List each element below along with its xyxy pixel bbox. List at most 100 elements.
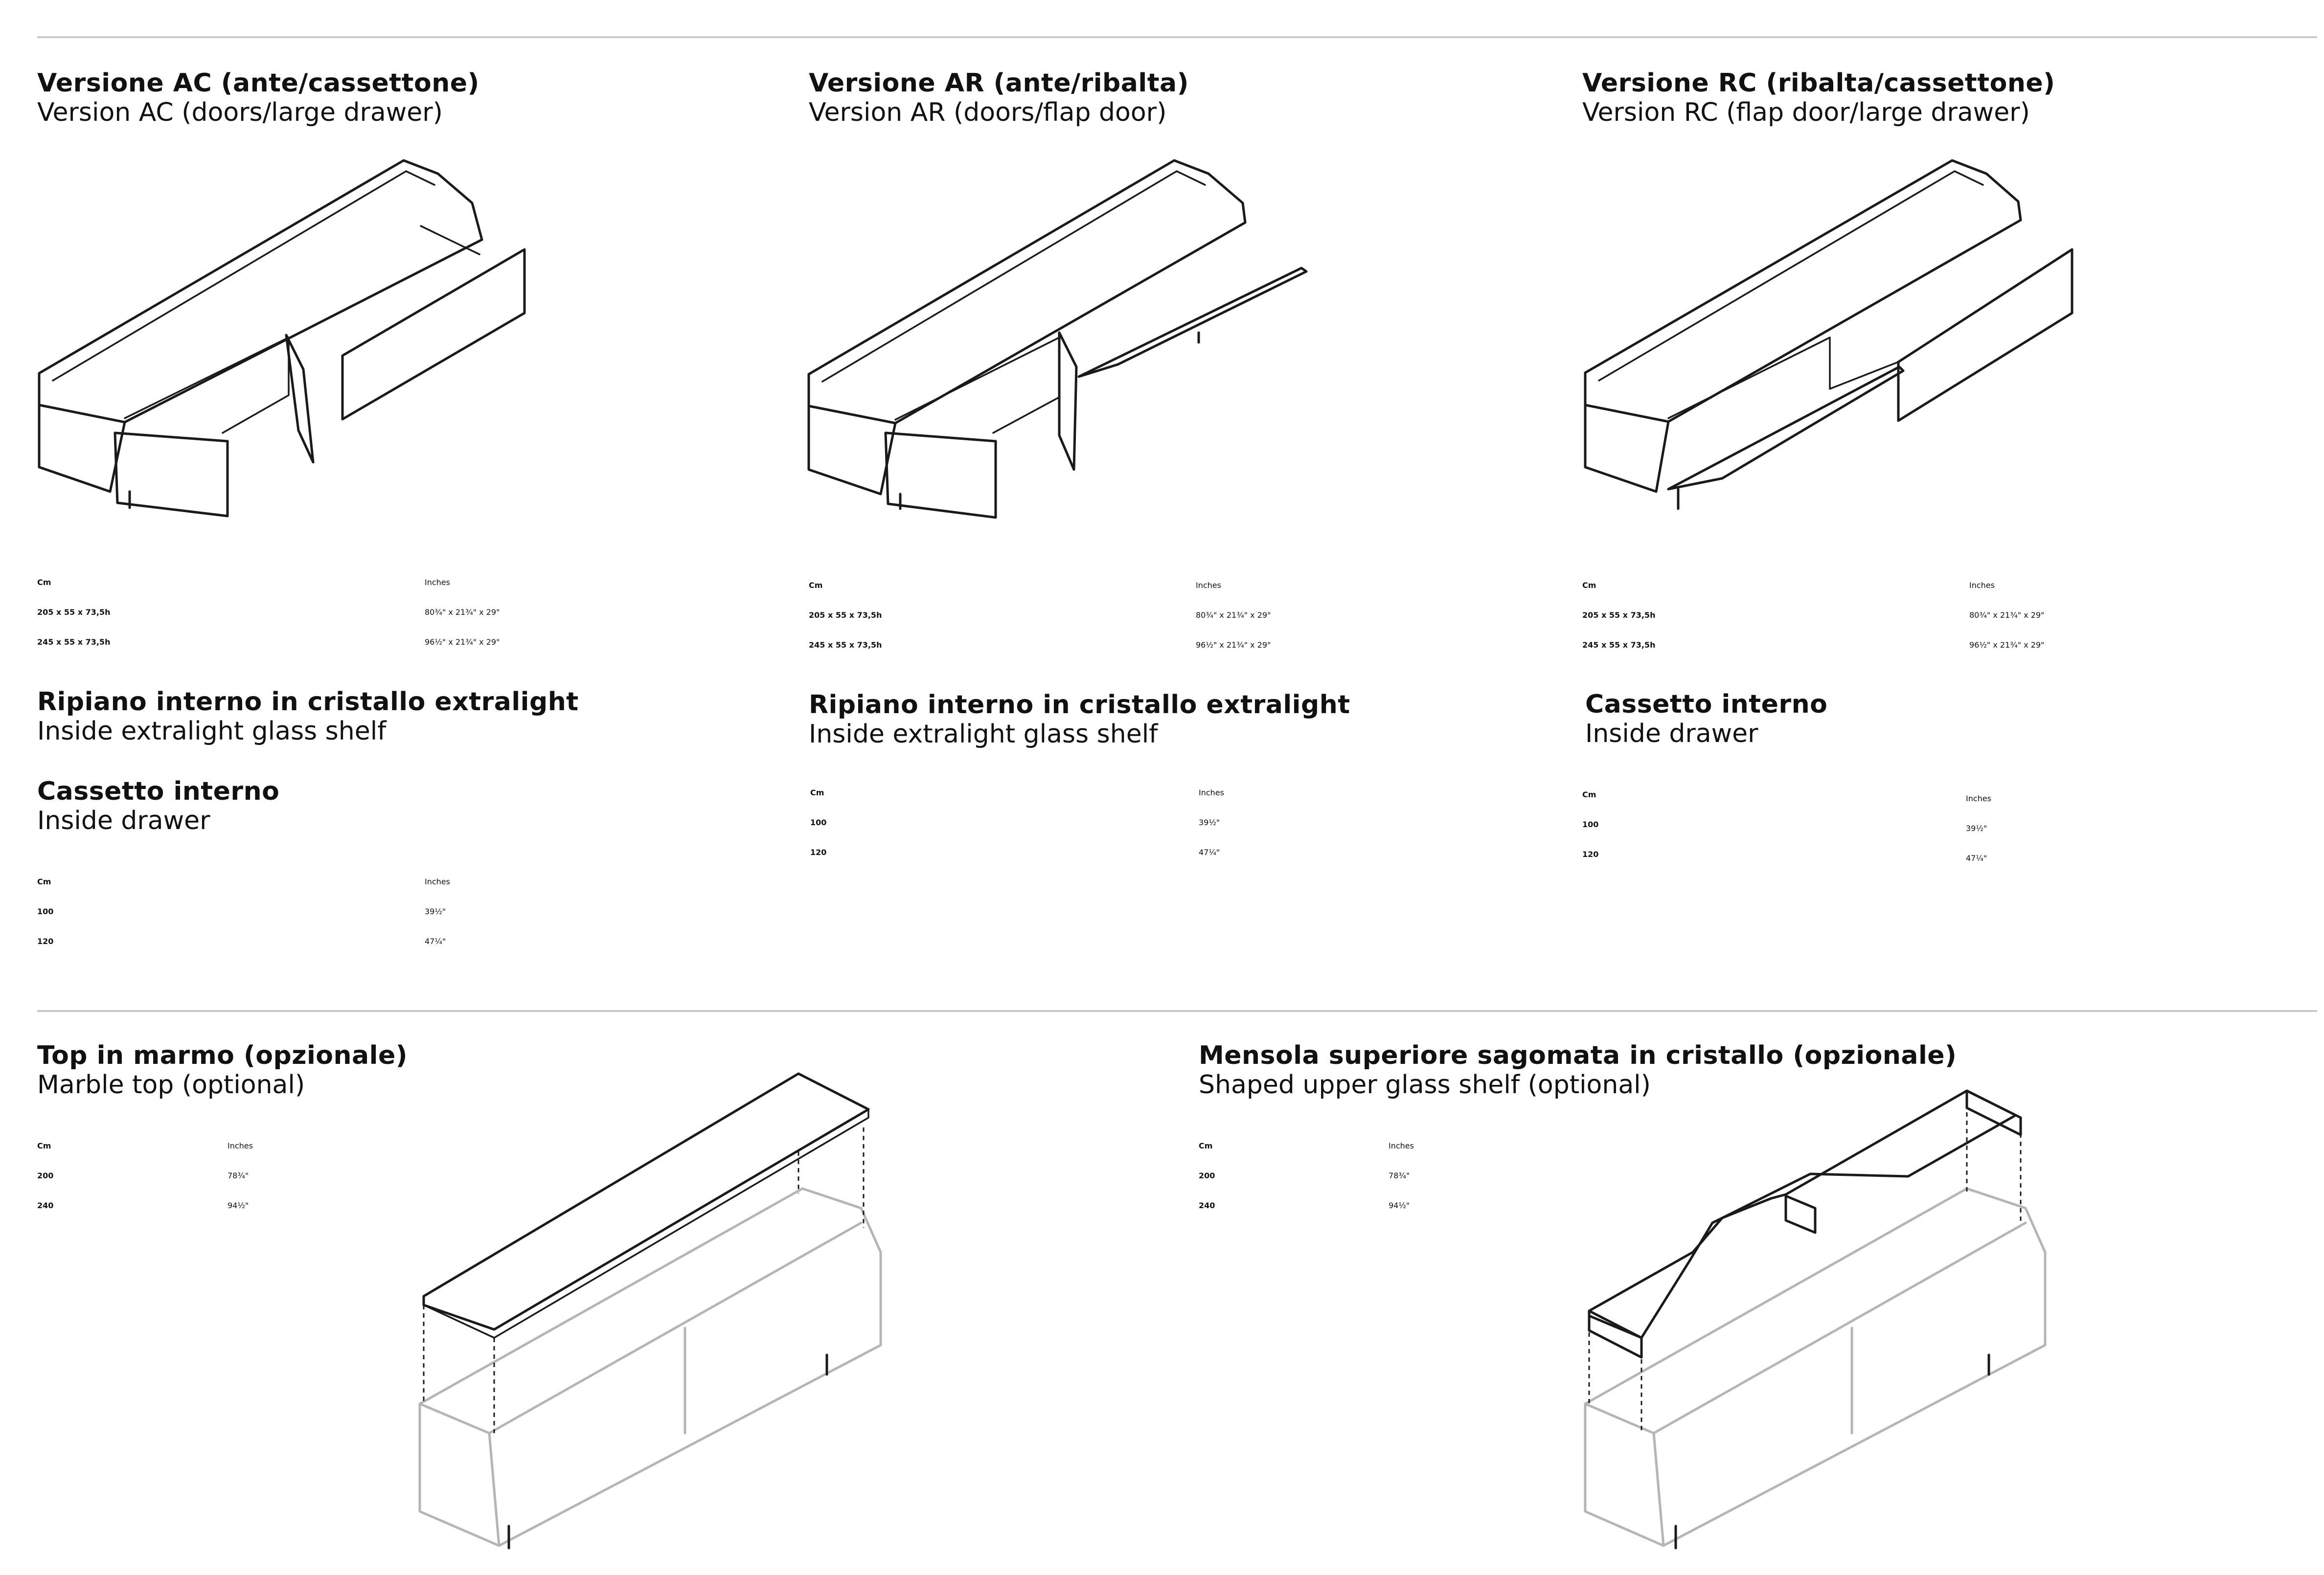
dimension-cm: 205 x 55 x 73,5h	[809, 610, 882, 620]
marble-top-drawing	[418, 1072, 882, 1550]
version-rc-subtitle: Version RC (flap door/large drawer)	[1582, 98, 2030, 127]
inches-label: Inches	[425, 578, 450, 587]
ghost-cabinet-top-edge	[418, 1221, 863, 1435]
open-flap-door	[1667, 365, 1905, 491]
inner-shelf	[1667, 337, 1831, 419]
dimension-cm: 100	[810, 818, 827, 827]
version-ar-shelf-cm-column: Cm 100 120	[810, 778, 826, 867]
dimension-cm: 205 x 55 x 73,5h	[37, 608, 111, 617]
version-rc-drawer-subtitle: Inside drawer	[1585, 719, 1758, 748]
version-ac-title: Versione AC (ante/cassettone)	[37, 68, 479, 98]
middle-divider	[37, 1010, 2317, 1012]
open-door-center	[285, 334, 315, 464]
dimension-cm: 120	[810, 848, 827, 857]
dimension-inches: 96½" x 21¾" x 29"	[1969, 640, 2045, 650]
cm-label: Cm	[1582, 581, 1596, 590]
top-divider	[37, 36, 2317, 38]
inches-label: Inches	[1196, 581, 1221, 590]
open-door-center	[1058, 331, 1078, 471]
cm-label: Cm	[1199, 1141, 1213, 1150]
dimension-inches: 94½"	[1389, 1201, 1410, 1210]
marble-top-title: Top in marmo (opzionale)	[37, 1041, 408, 1070]
inches-label: Inches	[1966, 794, 1991, 803]
dimension-cm: 100	[37, 907, 54, 916]
dimension-cm: 200	[1199, 1171, 1215, 1180]
ghost-cabinet-top-edge	[1584, 1221, 2027, 1435]
dimension-cm: 205 x 55 x 73,5h	[1582, 610, 1656, 620]
dimension-inches: 47¼"	[425, 937, 446, 946]
inches-label: Inches	[425, 877, 450, 886]
cabinet-front-edge	[807, 405, 897, 495]
dimension-inches: 39½"	[1966, 824, 1987, 833]
dimension-cm: 245 x 55 x 73,5h	[37, 637, 111, 647]
inner-shelf	[894, 337, 1060, 434]
marble-top-slab	[422, 1072, 870, 1331]
ghost-cabinet-body	[418, 1187, 882, 1547]
marble-top-subtitle: Marble top (optional)	[37, 1070, 305, 1100]
dimension-inches: 94½"	[228, 1201, 249, 1210]
glass-shelf-cm-column: Cm 200 240	[1199, 1131, 1215, 1220]
version-rc-cm-column: Cm 205 x 55 x 73,5h 245 x 55 x 73,5h	[1582, 570, 1655, 660]
version-ar-title: Versione AR (ante/ribalta)	[809, 68, 1189, 98]
dimension-inches: 80¾" x 21¾" x 29"	[425, 608, 500, 617]
version-rc-drawer-title: Cassetto interno	[1585, 690, 1828, 719]
cm-label: Cm	[37, 877, 51, 886]
glass-shelf-bracket	[1965, 1089, 2022, 1136]
sideboard-ac-drawing	[38, 159, 526, 518]
dimension-inches: 78¾"	[228, 1171, 249, 1180]
version-ar-shelf-subtitle: Inside extralight glass shelf	[809, 720, 1158, 749]
cm-label: Cm	[809, 581, 823, 590]
cm-label: Cm	[810, 788, 824, 797]
marble-top-slab-edge	[423, 1108, 869, 1339]
cm-label: Cm	[37, 578, 51, 587]
dimension-cm: 120	[37, 937, 54, 946]
version-ac-drawer-subtitle: Inside drawer	[37, 806, 210, 835]
sideboard-ar-drawing	[807, 159, 1308, 519]
version-ar-shelf-inches-column: Inches 39½" 47¼"	[1199, 778, 1224, 867]
dimension-cm: 245 x 55 x 73,5h	[809, 640, 882, 650]
cm-label: Cm	[1582, 790, 1596, 799]
version-ar-shelf-title: Ripiano interno in cristallo extralight	[809, 690, 1350, 720]
glass-shelf-bracket	[1588, 1309, 1643, 1359]
dimension-inches: 96½" x 21¾" x 29"	[425, 637, 500, 647]
inches-label: Inches	[1969, 581, 1995, 590]
cabinet-top-inner-edge	[52, 170, 435, 382]
glass-shelf-outline	[1588, 1089, 2017, 1339]
open-flap-door	[1077, 267, 1308, 378]
cabinet-top-inner-edge	[821, 170, 1206, 382]
version-ar-cm-column: Cm 205 x 55 x 73,5h 245 x 55 x 73,5h	[809, 570, 882, 660]
version-ar-subtitle: Version AR (doors/flap door)	[809, 98, 1167, 127]
version-ac-drawer-inches-column: Inches 39½" 47¼"	[425, 867, 450, 956]
inner-divider	[420, 225, 480, 255]
version-ac-shelf-title: Ripiano interno in cristallo extralight	[37, 687, 579, 717]
dimension-inches: 80¾" x 21¾" x 29"	[1969, 610, 2045, 620]
inches-label: Inches	[1389, 1141, 1414, 1150]
dimension-inches: 39½"	[425, 907, 446, 916]
open-door-left	[114, 431, 229, 518]
cabinet-top-surface	[38, 159, 483, 424]
dimension-cm: 200	[37, 1171, 54, 1180]
version-rc-inches-column: Inches 80¾" x 21¾" x 29" 96½" x 21¾" x 2…	[1969, 570, 2044, 660]
version-rc-drawer-inches-column: Inches 39½" 47¼"	[1966, 784, 1991, 873]
glass-shelf-title: Mensola superiore sagomata in cristallo …	[1199, 1041, 1957, 1070]
version-ac-shelf-subtitle: Inside extralight glass shelf	[37, 717, 387, 746]
marble-top-inches-column: Inches 78¾" 94½"	[228, 1131, 253, 1220]
version-rc-title: Versione RC (ribalta/cassettone)	[1582, 68, 2055, 98]
version-ac-cm-column: Cm 205 x 55 x 73,5h 245 x 55 x 73,5h	[37, 567, 110, 657]
dimension-cm: 120	[1582, 850, 1599, 859]
cabinet-front-edge	[1584, 404, 1670, 493]
marble-top-cm-column: Cm 200 240	[37, 1131, 53, 1220]
version-ac-subtitle: Version AC (doors/large drawer)	[37, 98, 443, 127]
dimension-inches: 47¼"	[1966, 854, 1987, 863]
glass-shelf-drawing	[1584, 1089, 2047, 1550]
ghost-cabinet-body	[1584, 1187, 2047, 1547]
inner-compartment	[1829, 337, 1899, 390]
dimension-cm: 240	[37, 1201, 54, 1210]
version-ac-drawer-title: Cassetto interno	[37, 777, 280, 806]
dimension-cm: 100	[1582, 820, 1599, 829]
dimension-inches: 39½"	[1199, 818, 1220, 827]
version-ar-inches-column: Inches 80¾" x 21¾" x 29" 96½" x 21¾" x 2…	[1196, 570, 1271, 660]
version-ac-inches-column: Inches 80¾" x 21¾" x 29" 96½" x 21¾" x 2…	[425, 567, 500, 657]
cm-label: Cm	[37, 1141, 51, 1150]
